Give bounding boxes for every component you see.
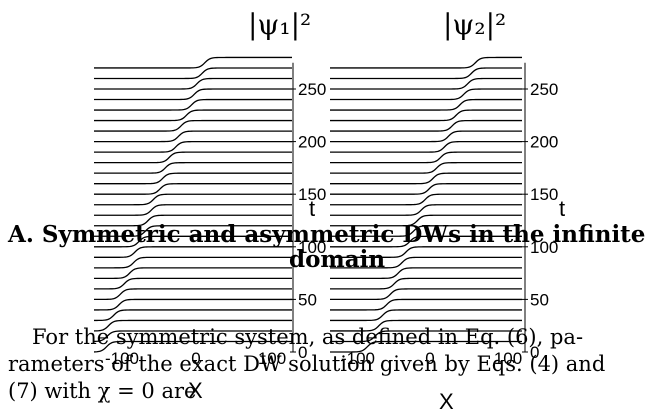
psi1-x-axis-label: X xyxy=(188,378,203,403)
psi2-y-tick-label-2: 100 xyxy=(530,238,558,257)
psi2-profile-t150 xyxy=(330,183,522,195)
psi2-profile-t30 xyxy=(330,309,522,322)
paragraph-line3: (7) with χ = 0 are xyxy=(8,379,197,403)
psi2-time-axis: 0 50 100 150 200 250 xyxy=(522,62,558,362)
psi2-x-ticks: -100 0 100 xyxy=(341,349,522,368)
psi1-profile-t90 xyxy=(94,246,292,258)
psi2-profile-t140 xyxy=(330,193,522,206)
psi2-profile-t220 xyxy=(330,109,522,122)
psi2-profile-t200 xyxy=(330,130,522,143)
paragraph-line2: rameters of the exact DW solution given … xyxy=(8,352,606,376)
psi1-profile-t130 xyxy=(94,204,292,216)
psi2-curves xyxy=(330,56,522,353)
psi1-profile-t270 xyxy=(94,56,292,69)
psi1-profile-t80 xyxy=(94,256,292,269)
psi2-profile-t100 xyxy=(330,235,522,248)
psi1-x-tick-label-0: -100 xyxy=(105,349,139,368)
psi1-panel-title: |ψ₁|² xyxy=(248,8,312,41)
psi1-y-tick-label-2: 100 xyxy=(298,238,326,257)
psi2-profile-t120 xyxy=(330,214,522,227)
psi1-profile-t240 xyxy=(94,88,292,101)
psi1-profile-t20 xyxy=(93,319,292,332)
psi2-x-tick-label-1: 0 xyxy=(425,349,434,368)
psi2-profile-t170 xyxy=(330,162,522,174)
psi2-y-tick-label-4: 200 xyxy=(530,133,558,152)
section-heading-line2: domain xyxy=(289,246,386,273)
psi1-profile-t160 xyxy=(94,172,292,185)
psi1-curves xyxy=(93,56,292,353)
psi1-y-axis-label: t xyxy=(309,196,316,221)
psi1-profile-t250 xyxy=(94,77,292,90)
psi1-y-tick-label-1: 50 xyxy=(298,290,317,309)
psi1-y-tick-label-3: 150 xyxy=(298,185,326,204)
psi2-y-axis-label: t xyxy=(559,196,566,221)
psi1-x-tick-label-2: 100 xyxy=(258,349,286,368)
psi2-profile-t10 xyxy=(330,330,522,343)
psi2-profile-t210 xyxy=(330,119,522,132)
psi1-profile-t200 xyxy=(94,130,292,143)
psi1-profile-t50 xyxy=(94,288,292,301)
psi2-x-axis-label: X xyxy=(439,389,454,414)
psi2-x-tick-label-2: 100 xyxy=(494,349,522,368)
psi1-profile-t60 xyxy=(94,277,292,290)
psi2-profile-t70 xyxy=(330,267,522,280)
psi1-profile-t100 xyxy=(94,235,292,248)
psi1-profile-t170 xyxy=(94,162,292,174)
psi2-profile-t20 xyxy=(330,319,522,332)
psi1-profile-t0 xyxy=(93,340,292,353)
psi1-profile-t190 xyxy=(94,140,292,153)
psi1-y-tick-label-5: 250 xyxy=(298,80,326,99)
psi2-profile-t270 xyxy=(330,56,522,69)
psi1-profile-t220 xyxy=(94,109,292,122)
psi2-profile-t50 xyxy=(330,288,522,301)
psi2-profile-t240 xyxy=(330,88,522,101)
psi2-profile-t160 xyxy=(330,172,522,185)
psi2-profile-t260 xyxy=(330,67,522,80)
psi2-profile-t110 xyxy=(330,225,522,237)
psi2-y-tick-label-5: 250 xyxy=(530,80,558,99)
psi2-x-tick-label-0: -100 xyxy=(341,349,375,368)
psi2-profile-t90 xyxy=(330,246,522,258)
psi1-profile-t140 xyxy=(94,193,292,206)
psi1-profile-t30 xyxy=(94,309,292,322)
psi1-profile-t150 xyxy=(94,183,292,195)
psi1-y-tick-label-4: 200 xyxy=(298,133,326,152)
psi1-x-ticks: -100 0 100 xyxy=(105,349,286,368)
psi2-y-tick-label-1: 50 xyxy=(530,290,549,309)
psi2-profile-t60 xyxy=(330,277,522,290)
psi2-profile-t180 xyxy=(330,151,522,164)
paragraph-line1: For the symmetric system, as defined in … xyxy=(32,325,584,349)
psi1-profile-t70 xyxy=(94,267,292,280)
psi1-profile-t40 xyxy=(94,298,292,311)
psi1-profile-t260 xyxy=(94,67,292,80)
psi1-profile-t110 xyxy=(94,225,292,237)
psi1-profile-t230 xyxy=(94,98,292,111)
psi2-profile-t40 xyxy=(330,298,522,311)
psi2-profile-t190 xyxy=(330,140,522,153)
psi2-y-tick-label-3: 150 xyxy=(530,185,558,204)
psi1-x-tick-label-1: 0 xyxy=(191,349,200,368)
psi2-panel-title: |ψ₂|² xyxy=(443,8,507,41)
psi1-y-tick-label-0: 0 xyxy=(298,343,307,362)
psi2-profile-t80 xyxy=(330,256,522,269)
psi1-profile-t180 xyxy=(94,151,292,164)
psi1-profile-t10 xyxy=(93,330,292,343)
psi2-profile-t0 xyxy=(330,340,522,353)
psi2-profile-t230 xyxy=(330,98,522,111)
section-heading-line1: A. Symmetric and asymmetric DWs in the i… xyxy=(8,221,646,248)
psi2-profile-t130 xyxy=(330,204,522,216)
psi2-profile-t250 xyxy=(330,77,522,90)
psi1-profile-t120 xyxy=(94,214,292,227)
psi1-profile-t210 xyxy=(94,119,292,132)
psi2-y-tick-label-0: 0 xyxy=(530,343,539,362)
psi1-time-axis: 0 50 100 150 200 250 xyxy=(290,62,326,362)
